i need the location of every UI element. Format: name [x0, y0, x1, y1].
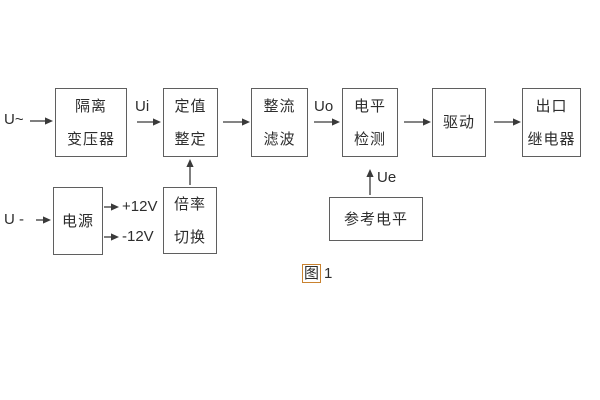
label-input-udc: U -	[4, 211, 24, 228]
caption-fig-glyph: 图	[302, 264, 322, 283]
block-power-supply: 电源	[53, 187, 103, 255]
block-drive: 驱动	[432, 88, 486, 157]
block-label-line: 滤波	[263, 130, 296, 148]
arrow-drive-to-output-relay	[494, 118, 521, 126]
block-label-line: 电平	[353, 97, 386, 115]
arrow-uac-to-isolation	[30, 117, 53, 125]
block-label-line: 变压器	[66, 130, 115, 148]
arrow-level-to-drive	[404, 118, 431, 126]
arrow-power-plus12	[104, 203, 119, 211]
block-label-line: 整定	[174, 130, 207, 148]
figure-caption: 图 1	[302, 264, 332, 283]
block-isolation-transformer: 隔离 变压器	[55, 88, 127, 157]
label-input-uac: U~	[4, 111, 24, 128]
block-label-line: 整流	[263, 97, 296, 115]
block-label-line: 出口	[535, 97, 568, 115]
arrow-udc-to-power	[36, 216, 51, 224]
block-label-line: 切换	[173, 228, 206, 246]
arrow-setting-to-rectifier	[223, 118, 250, 126]
label-signal-ue: Ue	[377, 169, 397, 186]
label-rail-plus12v: +12V	[122, 198, 158, 215]
arrow-ue-to-level-detect	[366, 169, 374, 195]
arrow-power-minus12	[104, 233, 119, 241]
block-label-line: 倍率	[173, 195, 206, 213]
block-label-line: 驱动	[442, 114, 475, 131]
block-rectify-filter: 整流 滤波	[251, 88, 308, 157]
label-rail-minus12v: -12V	[122, 228, 154, 245]
label-signal-ui: Ui	[135, 98, 150, 115]
label-signal-uo: Uo	[314, 98, 334, 115]
block-level-detect: 电平 检测	[342, 88, 398, 157]
block-label-line: 检测	[353, 130, 386, 148]
block-label-line: 隔离	[74, 97, 107, 115]
block-output-relay: 出口 继电器	[522, 88, 581, 157]
block-label-line: 定值	[174, 97, 207, 115]
block-label-line: 继电器	[527, 130, 576, 148]
arrow-ratio-to-setting	[186, 159, 194, 185]
arrow-uo-to-level-detect	[314, 118, 340, 126]
arrow-ui-to-setting	[137, 118, 161, 126]
block-ratio-switch: 倍率 切换	[163, 187, 217, 254]
block-reference-level: 参考电平	[329, 197, 423, 241]
block-label-line: 参考电平	[343, 210, 408, 228]
block-label-line: 电源	[61, 212, 94, 230]
caption-number: 1	[324, 265, 333, 282]
block-setting-adjust: 定值 整定	[163, 88, 218, 157]
